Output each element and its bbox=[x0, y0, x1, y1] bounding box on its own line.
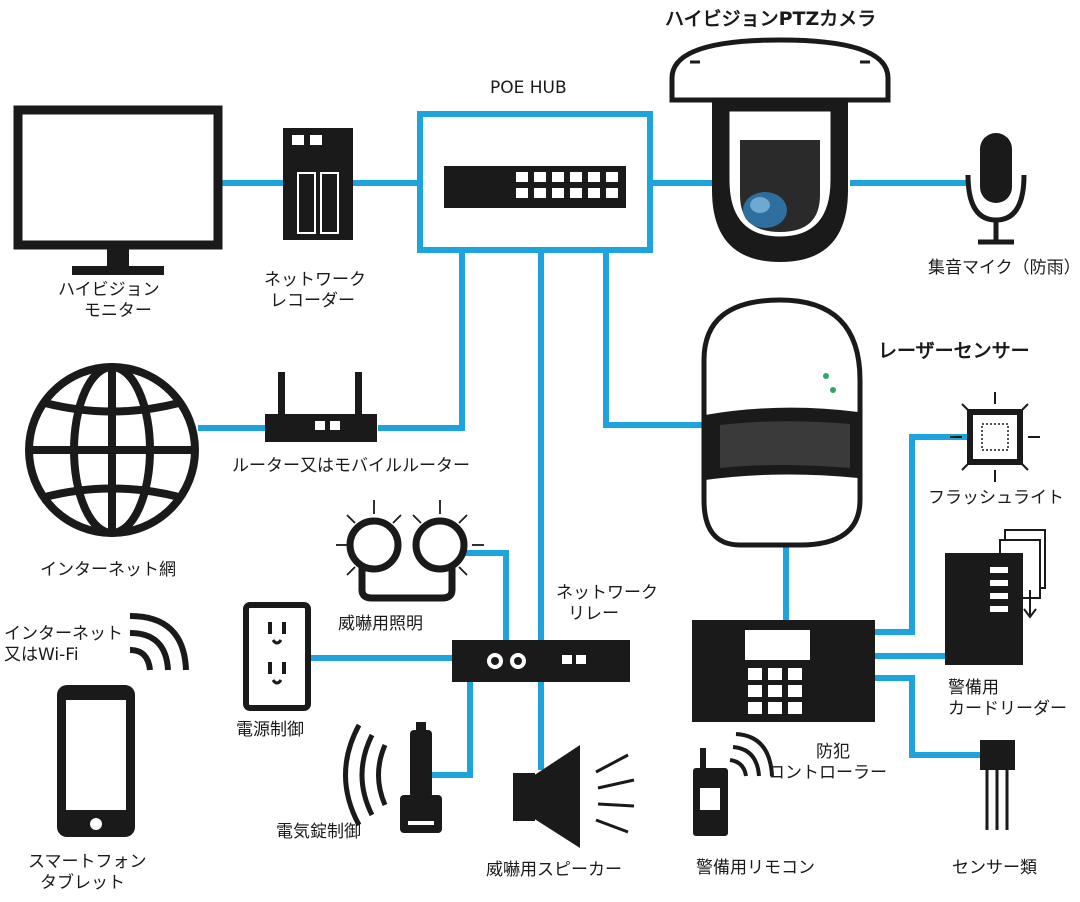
label-line: 警備用 bbox=[948, 678, 999, 698]
label-power-control: 電源制御 bbox=[236, 720, 304, 741]
threat-light-icon bbox=[336, 500, 484, 602]
label-remote: 警備用リモコン bbox=[696, 858, 815, 879]
remote-icon bbox=[693, 732, 774, 836]
label-line: レーザーセンサー bbox=[878, 340, 1030, 362]
label-line: インターネット網 bbox=[40, 560, 176, 580]
flashlight-icon bbox=[950, 392, 1040, 482]
monitor-icon bbox=[13, 105, 223, 275]
link-relay-light bbox=[462, 550, 509, 640]
link-relay-lock bbox=[430, 682, 473, 778]
label-line: ハイビジョンPTZカメラ bbox=[665, 8, 877, 30]
label-controller: 防犯 コントローラー bbox=[768, 742, 887, 785]
label-line: コントローラー bbox=[768, 763, 887, 784]
power-outlet-icon bbox=[243, 602, 311, 711]
sensor-component-icon bbox=[980, 740, 1015, 830]
electric-lock-icon bbox=[343, 722, 442, 833]
label-recorder: ネットワーク レコーダー bbox=[264, 270, 366, 313]
label-sensors: センサー類 bbox=[952, 858, 1037, 879]
link-hub-router bbox=[378, 250, 465, 431]
microphone-icon bbox=[965, 133, 1027, 245]
speaker-icon bbox=[513, 745, 635, 848]
smartphone-icon bbox=[57, 685, 135, 837]
label-line: ハイビジョン bbox=[58, 280, 160, 300]
label-line: スマートフォン bbox=[28, 852, 147, 872]
label-speaker: 威嚇用スピーカー bbox=[486, 860, 622, 881]
label-internet: インターネット網 bbox=[40, 560, 176, 581]
label-line: ルーター又はモバイルルーター bbox=[232, 456, 470, 476]
link-hub-laser bbox=[603, 250, 712, 428]
label-router: ルーター又はモバイルルーター bbox=[232, 456, 470, 477]
label-line: フラッシュライト bbox=[928, 488, 1064, 508]
label-line: 電源制御 bbox=[236, 720, 304, 740]
network-relay-icon bbox=[452, 640, 630, 682]
label-network-relay: ネットワーク リレー bbox=[556, 583, 658, 626]
label-line: 威嚇用照明 bbox=[338, 614, 423, 634]
label-line: 防犯 bbox=[816, 742, 850, 762]
router-icon bbox=[265, 372, 377, 442]
link-controller-sensors bbox=[875, 675, 980, 758]
label-line: 電気錠制御 bbox=[276, 822, 361, 842]
label-poe-hub: POE HUB bbox=[490, 78, 567, 99]
card-reader-icon bbox=[945, 529, 1046, 665]
label-line: リレー bbox=[568, 604, 619, 625]
label-line: タブレット bbox=[40, 873, 125, 894]
label-line: 集音マイク（防雨） bbox=[928, 258, 1080, 278]
label-flashlight: フラッシュライト bbox=[928, 488, 1064, 509]
wifi-icon bbox=[129, 613, 189, 671]
label-line: ネットワーク bbox=[556, 583, 658, 603]
recorder-icon bbox=[283, 128, 353, 240]
connection-links bbox=[198, 180, 980, 778]
label-line: センサー類 bbox=[952, 858, 1037, 878]
label-line: POE HUB bbox=[490, 78, 567, 98]
label-line: レコーダー bbox=[270, 291, 355, 312]
ptz-camera-icon bbox=[669, 37, 891, 262]
controller-icon bbox=[692, 620, 875, 722]
label-threat-light: 威嚇用照明 bbox=[338, 614, 423, 635]
poe-hub-icon bbox=[417, 111, 653, 253]
label-line: モニター bbox=[83, 301, 152, 322]
label-laser-sensor: レーザーセンサー bbox=[878, 340, 1030, 364]
label-wifi: インターネット 又はWi-Fi bbox=[4, 624, 123, 667]
label-line: ネットワーク bbox=[264, 270, 366, 290]
label-line: インターネット bbox=[4, 624, 123, 644]
label-lock-control: 電気錠制御 bbox=[276, 822, 361, 843]
label-line: 警備用リモコン bbox=[696, 858, 815, 878]
label-monitor: ハイビジョン モニター bbox=[58, 280, 160, 323]
label-card-reader: 警備用 カードリーダー bbox=[948, 678, 1067, 721]
label-line: 又はWi-Fi bbox=[4, 645, 79, 666]
label-line: カードリーダー bbox=[948, 699, 1067, 720]
link-controller-flash bbox=[875, 434, 968, 635]
globe-icon bbox=[25, 363, 199, 537]
label-line: 威嚇用スピーカー bbox=[486, 860, 622, 880]
laser-sensor-icon bbox=[701, 297, 863, 548]
label-ptz-camera: ハイビジョンPTZカメラ bbox=[665, 8, 876, 32]
label-smartphone: スマートフォン タブレット bbox=[28, 852, 147, 895]
label-microphone: 集音マイク（防雨） bbox=[928, 258, 1080, 279]
